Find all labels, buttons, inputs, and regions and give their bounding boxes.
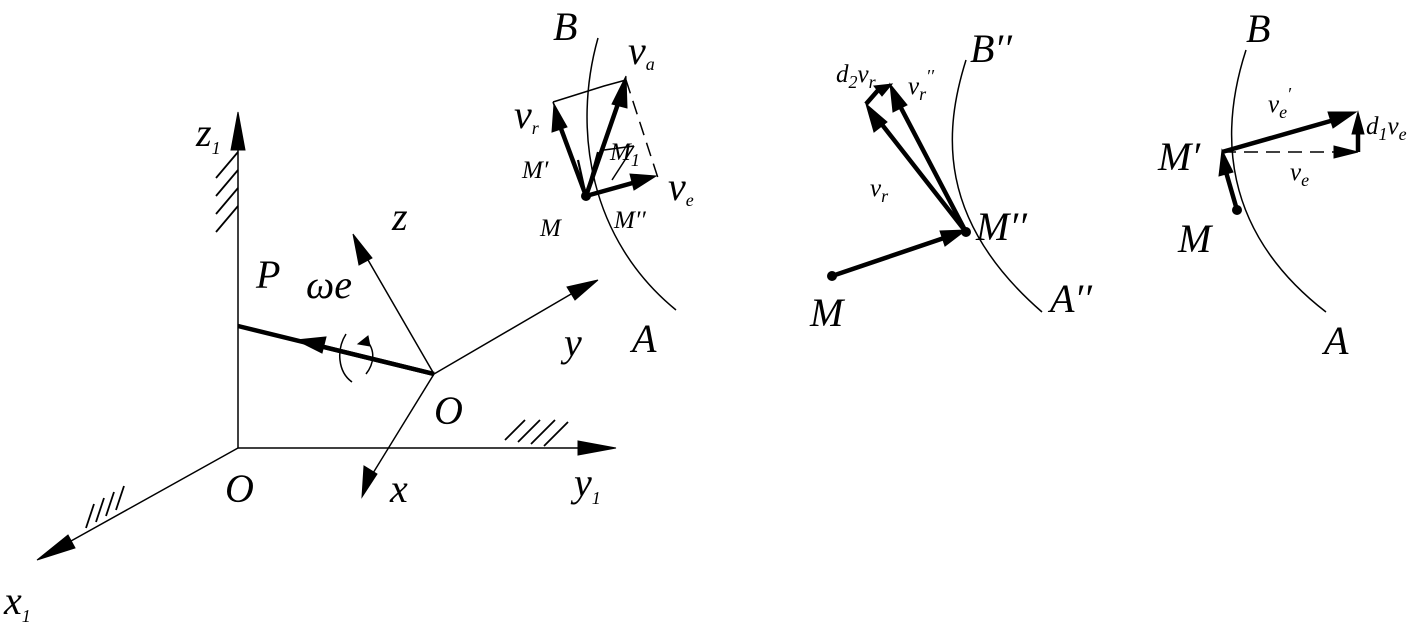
point-a-label: A <box>629 316 657 361</box>
d2vr-arrowhead <box>873 83 894 97</box>
angular-velocity-vector <box>319 343 435 377</box>
y-axis-label: y <box>560 320 582 365</box>
omega-e-label: ωe <box>306 262 352 307</box>
ve-label: ve <box>668 164 694 210</box>
point-a2-label: A′′ <box>1047 276 1093 321</box>
va-arrowhead <box>611 75 628 109</box>
z1-axis-arrowhead <box>230 111 246 151</box>
vr-dprime-label: vr′′ <box>908 66 935 104</box>
displacement-arrowhead <box>939 229 968 247</box>
y-axis <box>433 289 579 375</box>
trajectory-curve-a2b2 <box>951 59 1043 313</box>
fixed-origin-label: O <box>225 466 254 511</box>
x-axis-label: x <box>389 466 408 511</box>
coordinate-frames-panel: z1 y1 x1 O O x y z P ωe <box>3 110 617 626</box>
displacement-right-arrowhead <box>1218 148 1234 177</box>
parallelogram-dashed-side <box>625 79 659 179</box>
point-b-label: B <box>553 4 577 49</box>
angular-velocity-arrowhead <box>294 336 327 354</box>
relative-velocity-vr-at-m2 <box>878 120 968 234</box>
ve-prime-arrowhead <box>1327 111 1358 129</box>
point-m1-label: M1 <box>609 139 640 170</box>
point-m-prime-right-label: M′ <box>1157 134 1201 179</box>
transport-velocity-panel: B A M M′ ve′ ve d1ve <box>1157 6 1407 363</box>
transport-velocity-ve <box>585 179 637 199</box>
velocity-parallelogram <box>552 79 627 103</box>
moving-origin-label: O <box>434 388 463 433</box>
d1ve-label: d1ve <box>1366 113 1407 144</box>
point-m-prime-label: M′ <box>521 157 549 184</box>
x-axis-arrowhead <box>361 465 378 499</box>
absolute-velocity-va <box>583 97 623 197</box>
trajectory-curve-ab-right <box>1230 49 1327 313</box>
z1-axis-label: z1 <box>195 110 221 158</box>
relative-velocity-vr-dprime <box>898 104 968 234</box>
point-b2-label: B′′ <box>970 26 1013 71</box>
y1-axis-arrowhead <box>577 440 617 456</box>
d2vr-label: d2vr <box>836 61 877 92</box>
z-axis-label: z <box>391 194 408 239</box>
d1ve-arrowhead <box>1351 110 1365 135</box>
x1-axis-hatching <box>85 485 125 529</box>
z1-axis-hatching <box>215 151 239 233</box>
trajectory-curve-ab <box>586 37 677 311</box>
ve-label-right: ve <box>1290 159 1309 190</box>
point-m-right-label: M <box>1177 216 1214 261</box>
va-label: va <box>628 28 655 74</box>
point-m-right <box>1232 205 1242 215</box>
point-m-dprime-label: M′′ <box>613 207 646 234</box>
point-a-right-label: A <box>1321 318 1349 363</box>
x1-axis-arrowhead <box>36 534 76 561</box>
rotation-direction-arc <box>339 333 353 383</box>
x-axis <box>369 373 435 479</box>
point-m <box>581 191 591 201</box>
vr-dprime-arrowhead <box>889 82 908 113</box>
vr-label: vr <box>514 92 540 138</box>
z-axis-arrowhead <box>352 233 373 266</box>
point-m-dprime <box>961 227 971 237</box>
x1-axis <box>61 447 239 547</box>
relative-velocity-panel: B′′ A′′ M M′′ vr vr′′ d2vr <box>809 26 1093 335</box>
partial-relative-vector <box>576 159 588 197</box>
displacement-m-to-m2 <box>831 235 945 279</box>
point-p-label: P <box>255 252 280 297</box>
ve-dashed-arrowhead <box>1333 145 1359 159</box>
rotation-arc-arrowhead <box>356 335 371 347</box>
ve-arrowhead <box>629 173 658 191</box>
vr-label-rel: vr <box>870 175 889 206</box>
point-m2-label: M′′ <box>975 204 1028 249</box>
point-m-label: M <box>539 215 562 242</box>
point-m-label-rel: M <box>809 290 846 335</box>
x1-axis-label: x1 <box>3 578 31 626</box>
point-m-start <box>827 271 837 281</box>
z-axis <box>363 252 435 375</box>
velocity-composition-panel: B A va vr ve M′ M1 M M′′ <box>514 4 694 361</box>
ve-prime-label: ve′ <box>1268 84 1292 122</box>
y-axis-arrowhead <box>566 279 599 301</box>
y1-axis-hatching <box>504 419 569 447</box>
point-b-right-label: B <box>1246 6 1270 51</box>
vr-arrowhead <box>551 102 568 133</box>
y1-axis-label: y1 <box>570 460 601 508</box>
relative-velocity-vr <box>557 125 589 197</box>
vr-at-m2-arrowhead <box>865 102 888 133</box>
displacement-m-to-m-prime <box>1223 171 1240 211</box>
partial-absolute-vector <box>584 151 600 197</box>
transport-velocity-ve-prime <box>1221 117 1335 155</box>
